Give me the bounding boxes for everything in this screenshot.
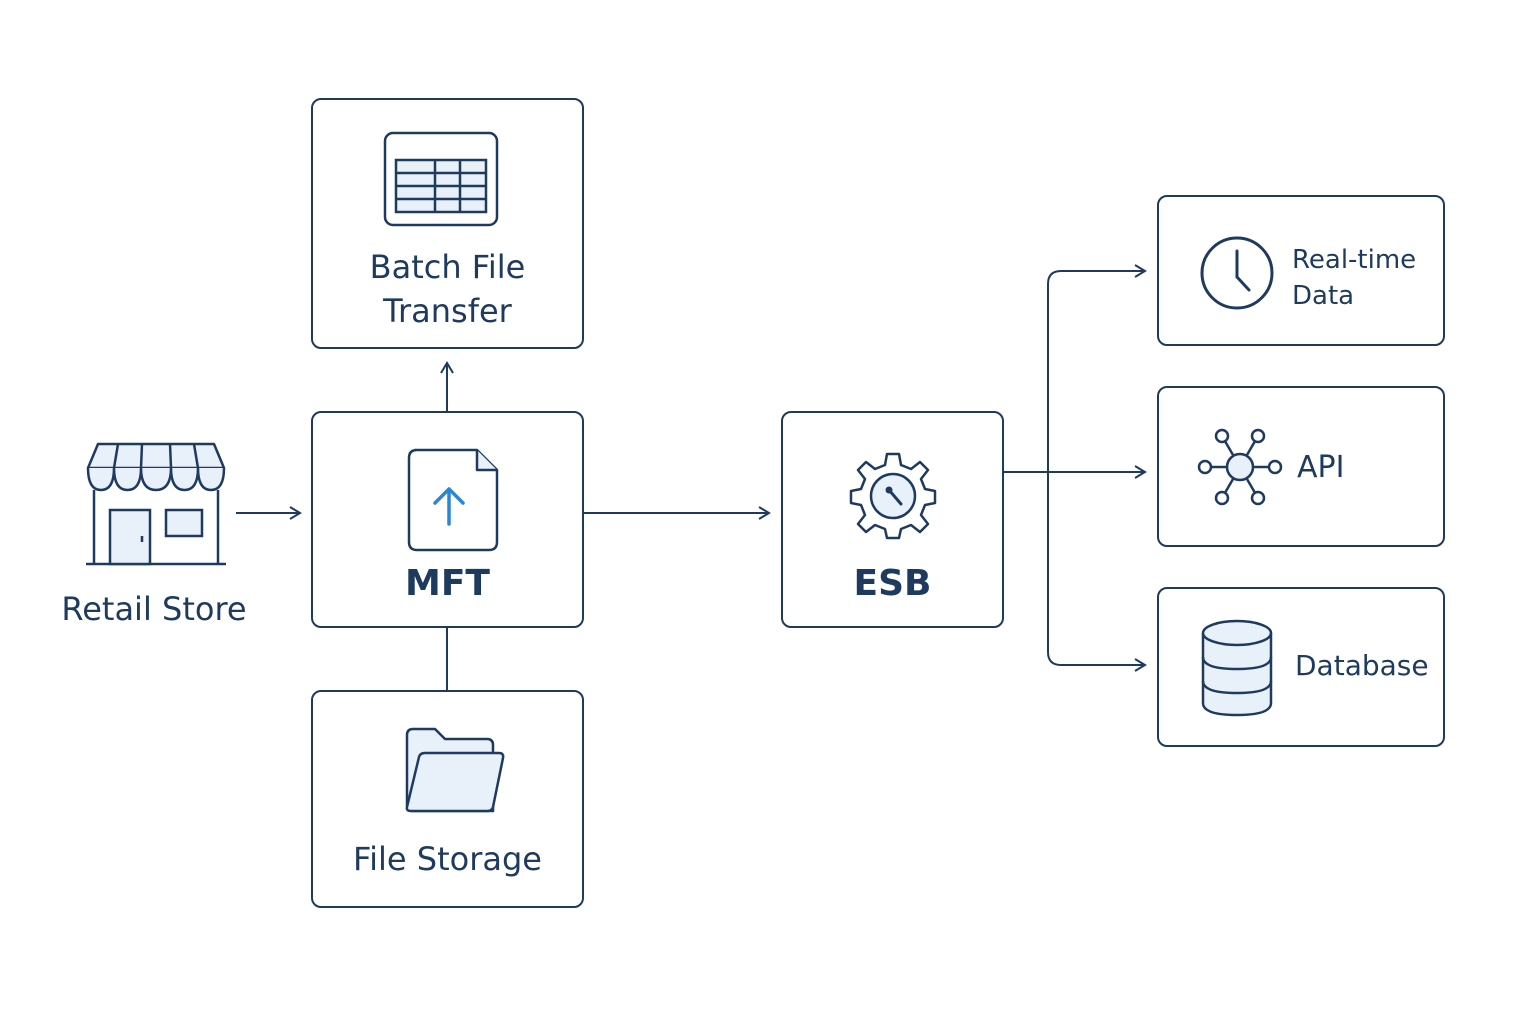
batch-file-transfer-node[interactable]: Batch File Transfer — [311, 98, 584, 349]
clock-icon — [1199, 235, 1275, 311]
database-icon — [1201, 619, 1273, 717]
spreadsheet-icon — [383, 131, 499, 227]
realtime-data-label-line1: Real-time — [1292, 245, 1417, 275]
database-label: Database — [1295, 649, 1429, 682]
retail-store-label: Retail Store — [61, 590, 247, 628]
realtime-data-node[interactable]: Real-time Data — [1157, 195, 1445, 346]
folder-icon — [403, 727, 507, 815]
mft-node[interactable]: MFT — [311, 411, 584, 628]
mft-label: MFT — [405, 563, 490, 604]
storefront-icon — [84, 440, 228, 568]
file-storage-label: File Storage — [353, 840, 542, 878]
arrow-esb-to-database — [1047, 472, 1147, 672]
gear-gauge-icon — [847, 450, 939, 542]
api-node[interactable]: API — [1157, 386, 1445, 547]
file-upload-icon — [407, 448, 499, 552]
api-label: API — [1297, 450, 1345, 485]
batch-file-transfer-label-line1: Batch File — [369, 248, 526, 286]
file-storage-node[interactable]: File Storage — [311, 690, 584, 908]
esb-label: ESB — [853, 563, 932, 604]
realtime-data-label-line2: Data — [1292, 281, 1355, 311]
esb-node[interactable]: ESB — [781, 411, 1004, 628]
database-node[interactable]: Database — [1157, 587, 1445, 747]
network-hub-icon — [1197, 428, 1283, 506]
batch-file-transfer-label-line2: Transfer — [383, 292, 512, 330]
arrow-esb-to-realtime — [1047, 264, 1147, 472]
